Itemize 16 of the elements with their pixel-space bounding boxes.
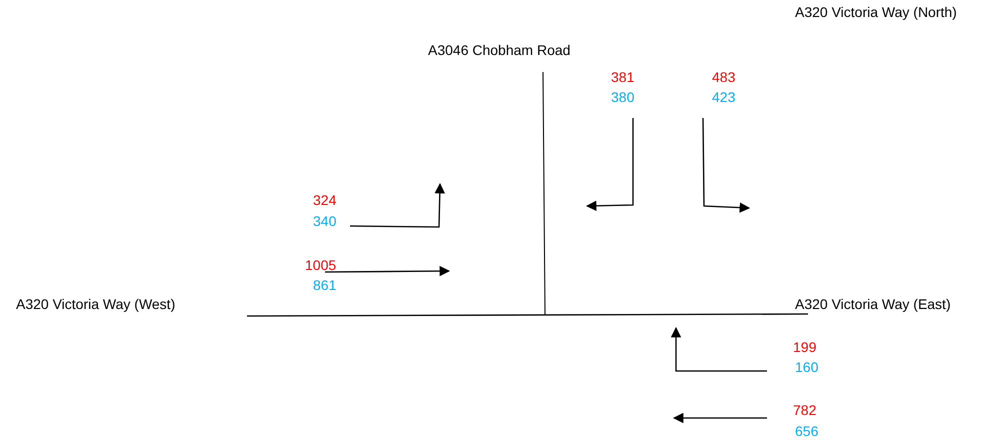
road-name: A320 Victoria Way (North) (795, 4, 957, 20)
traffic-count: 340 (313, 213, 336, 229)
traffic-count: 782 (793, 402, 816, 418)
traffic-count: 199 (793, 339, 816, 355)
traffic-count: 381 (611, 69, 634, 85)
traffic-count: 1005 (305, 257, 336, 273)
road-name: A320 Victoria Way (East) (795, 296, 951, 312)
traffic-count: 380 (611, 89, 634, 105)
traffic-count: 423 (712, 89, 736, 105)
road-name: A320 Victoria Way (West) (16, 296, 176, 312)
traffic-count: 861 (313, 277, 336, 293)
road-name: A3046 Chobham Road (428, 42, 570, 58)
traffic-count: 160 (795, 359, 818, 375)
traffic-count: 324 (313, 192, 336, 208)
traffic-count: 483 (712, 69, 736, 85)
traffic-count: 656 (795, 423, 818, 439)
